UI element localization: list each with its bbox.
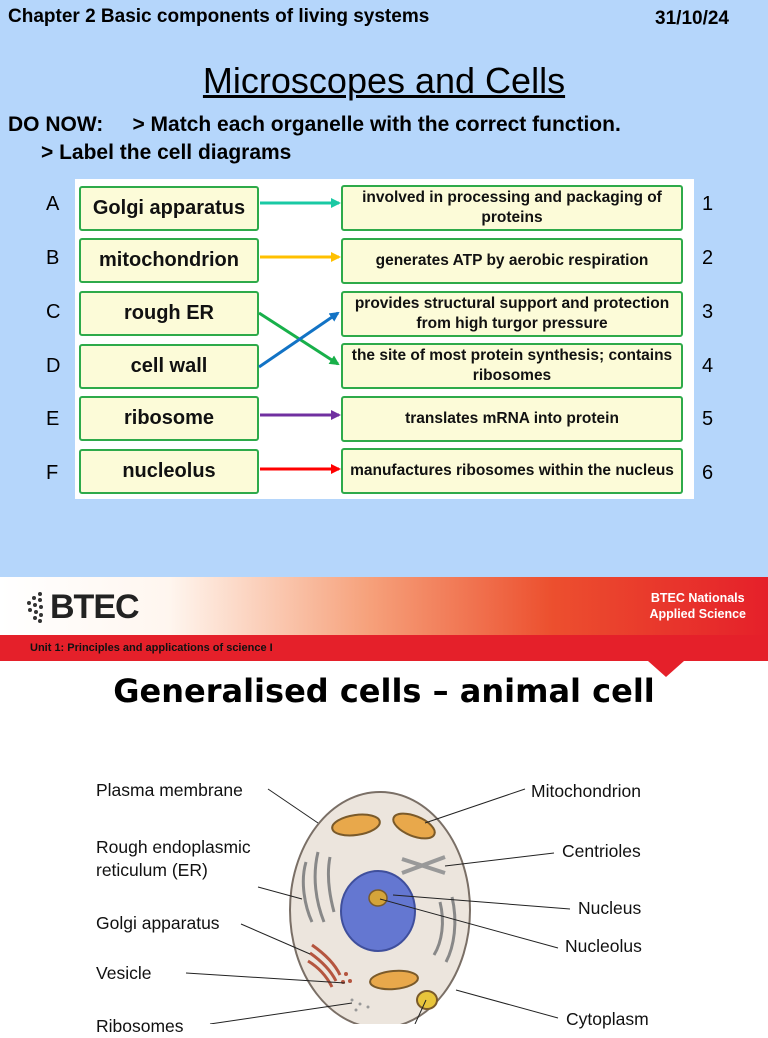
function-box: manufactures ribosomes within the nucleu… [341,448,683,494]
unit-tab-marker [648,661,684,677]
nucleolus [368,889,388,907]
row-number-6: 6 [702,462,714,484]
btec-logo: BTEC [26,587,140,627]
do-now-instruction-2: > Label the cell diagrams [41,141,292,164]
label-rough-er-line2: reticulum (ER) [96,860,208,880]
btec-logo-text: BTEC [50,587,140,626]
organelle-box: nucleolus [79,449,259,494]
row-letter-e: E [46,408,60,430]
cell-slide-title: Generalised cells – animal cell [113,672,655,710]
function-box: translates mRNA into protein [341,396,683,442]
organelle-box: Golgi apparatus [79,186,259,231]
organelle-box: mitochondrion [79,238,259,283]
label-rough-er-line1: Rough endoplasmic [96,837,251,857]
label-nucleus: Nucleus [578,898,642,918]
label-nucleolus: Nucleolus [565,936,642,956]
label-mitochondrion: Mitochondrion [531,781,641,801]
organelle-box: cell wall [79,344,259,389]
label-cytoplasm: Cytoplasm [566,1009,649,1029]
function-box: provides structural support and protecti… [341,291,683,337]
slide-date: 31/10/24 [655,8,729,29]
organelle-box: rough ER [79,291,259,336]
unit-title: Unit 1: Principles and applications of s… [30,642,273,654]
matching-arrows [258,198,341,474]
row-letter-f: F [46,462,59,484]
btec-banner: BTEC BTEC Nationals Applied Science [0,577,768,635]
function-box: involved in processing and packaging of … [341,185,683,231]
chapter-heading: Chapter 2 Basic components of living sys… [8,6,430,27]
label-leader-lines [185,788,571,1024]
row-number-4: 4 [702,355,714,377]
rough-er [301,851,457,963]
brand-line-1: BTEC Nationals [650,591,745,605]
animal-cell-diagram [185,788,571,1024]
row-letter-b: B [46,247,60,269]
do-now-instruction: DO NOW: > Match each organelle with the … [8,113,621,136]
slide-title: Microscopes and Cells [202,60,566,101]
unit-bar: Unit 1: Principles and applications of s… [0,635,768,661]
mitochondria [331,812,438,1010]
row-number-3: 3 [702,301,714,323]
slide-animal-cell: BTEC BTEC Nationals Applied Science Unit… [0,577,768,1036]
btec-brand: BTEC Nationals Applied Science [649,590,746,622]
row-letter-c: C [46,301,61,323]
nucleus [340,870,416,952]
organelle-box: ribosome [79,396,259,441]
function-box: generates ATP by aerobic respiration [341,238,683,284]
label-golgi-apparatus: Golgi apparatus [96,913,220,933]
function-box: the site of most protein synthesis; cont… [341,343,683,389]
row-letter-d: D [46,355,61,377]
golgi-apparatus [307,943,342,988]
row-number-5: 5 [702,408,714,430]
row-number-2: 2 [702,247,714,269]
label-centrioles: Centrioles [562,841,641,861]
label-plasma-membrane: Plasma membrane [96,780,243,800]
ribosomes [350,998,370,1012]
brand-line-2: Applied Science [649,607,746,621]
slide-microscopes-and-cells: Chapter 2 Basic components of living sys… [0,0,768,577]
label-ribosomes: Ribosomes [96,1016,184,1036]
row-letter-a: A [46,193,60,215]
btec-dots-icon [27,592,43,623]
arrow-d-to-3 [258,311,340,369]
row-number-1: 1 [702,193,714,215]
label-vesicle: Vesicle [96,963,152,983]
centrioles [401,855,446,875]
matching-panel: Golgi apparatus mitochondrion rough ER c… [75,179,694,499]
